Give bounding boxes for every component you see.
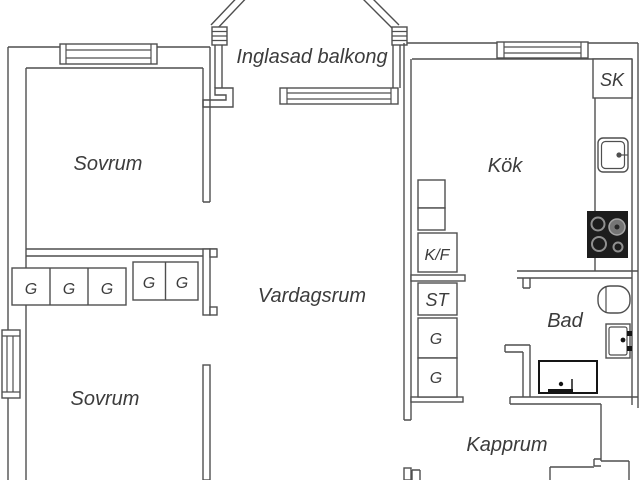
closet-sk	[592, 58, 633, 99]
window-bedroom2	[1, 329, 21, 399]
kitchen-cabinet	[417, 207, 446, 231]
closet-label-g-row-3: G	[101, 281, 113, 298]
glazing-hatch-left-icon	[211, 26, 228, 46]
window-bedroom1	[59, 43, 158, 65]
closet-label-g-row-4: G	[143, 275, 155, 292]
closet-g-column-1	[417, 317, 458, 359]
wardrobe-row-right	[132, 261, 199, 301]
kitchen-cabinet	[417, 179, 446, 209]
glazing-hatch-right-icon	[391, 26, 408, 46]
room-label-hall: Kapprum	[466, 434, 547, 456]
closet-st	[417, 282, 458, 316]
door-frame	[411, 469, 421, 480]
stove-icon	[587, 211, 628, 258]
wall-segment	[202, 364, 211, 480]
washbasin-icon	[605, 323, 632, 359]
room-label-balcony: Inglasad balkong	[236, 46, 387, 68]
wall-segment	[202, 248, 211, 316]
wall-segment	[403, 467, 412, 480]
room-label-living-room: Vardagsrum	[258, 285, 366, 307]
window-balcony	[279, 87, 399, 105]
wall-segment	[410, 274, 466, 282]
closet-label-kf: K/F	[425, 247, 451, 264]
wall	[403, 43, 412, 421]
wall-segment	[410, 396, 464, 403]
closet-kf	[417, 232, 458, 273]
closet-g-column-2	[417, 357, 458, 398]
closet-label-g-row-1: G	[25, 281, 37, 298]
door-jamb	[209, 306, 218, 316]
closet-label-st: ST	[425, 290, 450, 310]
bathroom-hall-walls	[504, 270, 638, 480]
washing-machine-icon	[538, 360, 598, 394]
closet-label-g-row-5: G	[176, 275, 188, 292]
wall	[504, 270, 638, 480]
room-label-bedroom-2: Sovrum	[71, 388, 140, 410]
wall	[26, 47, 217, 257]
closet-label-g-column-1: G	[430, 331, 442, 348]
interior-walls-east	[403, 43, 596, 480]
room-label-bathroom: Bad	[547, 310, 583, 332]
closet-label-g-column-2: G	[430, 370, 442, 387]
room-label-bedroom-1: Sovrum	[74, 153, 143, 175]
room-label-kitchen: Kök	[488, 155, 523, 177]
wardrobe-row-left	[11, 267, 127, 306]
sink-icon	[597, 137, 629, 173]
closet-label-g-row-2: G	[63, 281, 75, 298]
window-kitchen	[496, 41, 589, 59]
closet-label-sk: SK	[600, 70, 625, 90]
wall	[210, 0, 401, 88]
door-jamb	[209, 248, 218, 258]
toilet-icon	[597, 285, 631, 314]
interior-walls-west	[26, 47, 218, 480]
